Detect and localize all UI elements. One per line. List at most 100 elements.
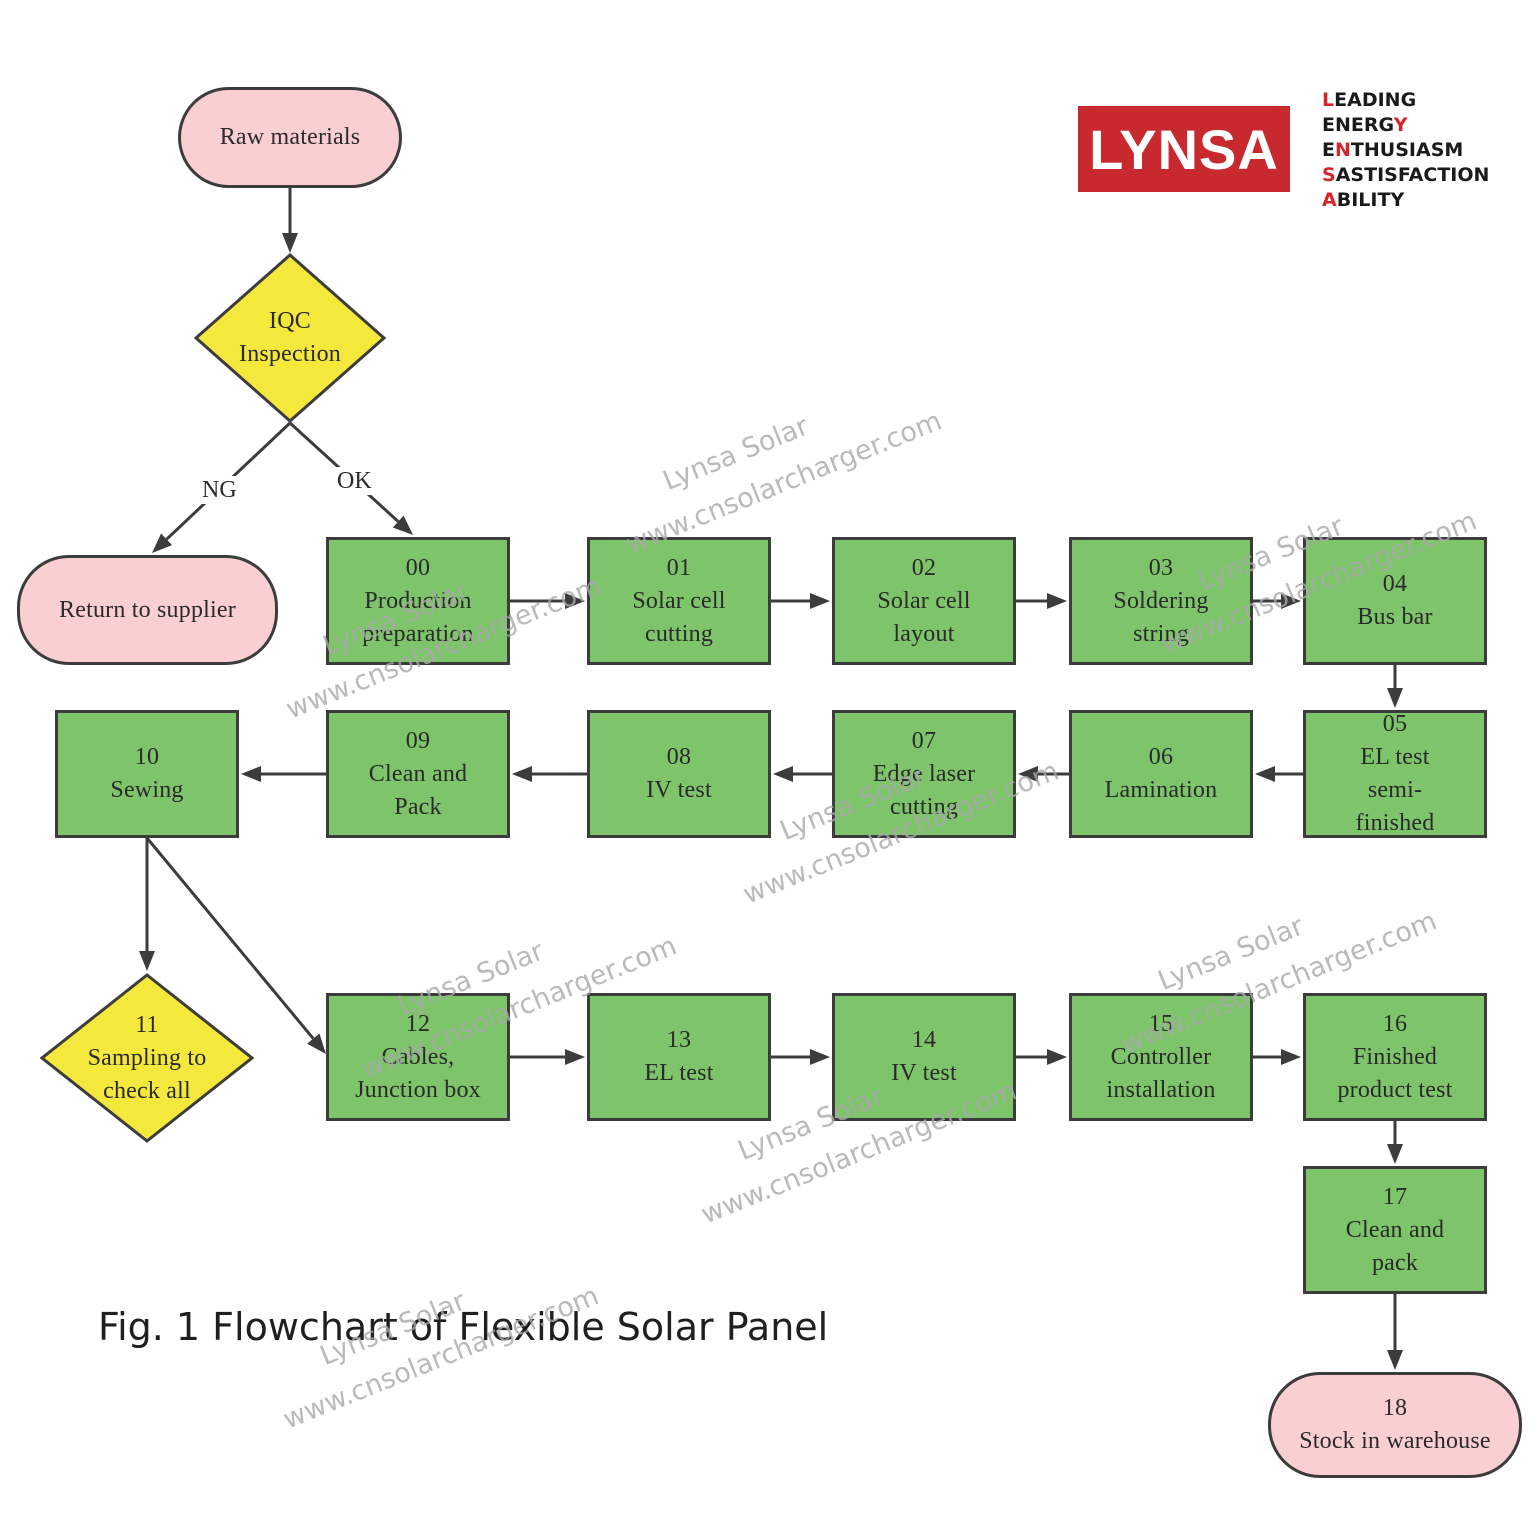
- arrowhead: [810, 593, 830, 609]
- node-raw-materials: Raw materials: [178, 87, 402, 188]
- figure-caption: Fig. 1 Flowchart of Flexible Solar Panel: [98, 1305, 829, 1349]
- node-text-line: 17: [1382, 1183, 1408, 1210]
- node-text-line: 12: [405, 1010, 431, 1037]
- node-text-line: Inspection: [239, 341, 341, 367]
- arrowhead: [392, 515, 413, 535]
- node-text-line: 18: [1382, 1395, 1408, 1421]
- arrowhead: [773, 766, 793, 782]
- edge-label-ok: OK: [333, 467, 376, 495]
- node-text-line: check all: [103, 1077, 191, 1104]
- arrowhead: [307, 1033, 326, 1054]
- node-text-line: 06: [1148, 744, 1174, 770]
- node-text-line: Edge laser: [872, 760, 976, 787]
- arrowhead: [1047, 593, 1067, 609]
- node-text-line: installation: [1106, 1076, 1216, 1103]
- node-text-line: 03: [1148, 554, 1174, 581]
- node-text-line: Junction box: [355, 1076, 481, 1103]
- arrowhead: [1281, 1049, 1301, 1065]
- node-text-line: 16: [1382, 1010, 1408, 1037]
- node-text-line: preparation: [362, 620, 474, 647]
- node-text-line: Raw materials: [219, 124, 361, 150]
- node-text-line: string: [1133, 620, 1189, 647]
- node-text-line: 00: [405, 554, 431, 581]
- arrowhead: [1281, 593, 1301, 609]
- node-text-line: 10: [134, 744, 160, 770]
- step-13-el-test: 13 EL test: [587, 993, 771, 1121]
- logo-text: LYNSA: [1089, 117, 1279, 181]
- node-text-line: Clean and: [368, 760, 468, 787]
- node-text-line: Solar cell: [877, 587, 971, 614]
- node-text-line: 02: [911, 554, 937, 581]
- node-text-line: Stock in warehouse: [1299, 1428, 1491, 1454]
- node-text-line: 01: [666, 554, 692, 581]
- node-text-line: EL test: [644, 1060, 714, 1086]
- node-text-line: 07: [911, 727, 937, 754]
- node-text-line: Bus bar: [1357, 604, 1433, 630]
- arrowhead: [1047, 1049, 1067, 1065]
- arrowhead: [241, 766, 261, 782]
- arrowhead: [1387, 1350, 1403, 1370]
- node-text-line: 13: [666, 1027, 692, 1053]
- diamond-shape: [194, 253, 386, 423]
- arrowhead: [1387, 1144, 1403, 1164]
- node-text-line: Soldering: [1113, 587, 1209, 614]
- node-text-line: Production: [364, 587, 472, 614]
- arrowhead: [810, 1049, 830, 1065]
- motto-line: LEADING: [1322, 89, 1417, 111]
- arrowhead: [565, 593, 585, 609]
- node-text-line: Return to supplier: [59, 596, 236, 623]
- node-text-line: semi-: [1367, 777, 1423, 803]
- node-text-line: Pack: [394, 793, 442, 820]
- motto-line: ABILITY: [1322, 189, 1405, 211]
- node-text-line: IV test: [891, 1060, 957, 1086]
- node-text-line: finished: [1355, 810, 1435, 836]
- node-text-line: EL test: [1360, 744, 1430, 770]
- node-text-line: Controller: [1110, 1043, 1212, 1070]
- node-text-line: product test: [1337, 1076, 1453, 1103]
- edge-label-ng: NG: [198, 476, 241, 504]
- node-text-line: 14: [911, 1027, 937, 1053]
- arrowhead: [139, 951, 155, 971]
- node-text-line: IV test: [646, 777, 712, 803]
- lynsa-logo: LYNSA: [1078, 106, 1290, 192]
- node-text-line: Solar cell: [632, 587, 726, 614]
- node-text-line: cutting: [644, 620, 714, 647]
- node-text-line: 09: [405, 727, 431, 754]
- arrowhead: [1018, 766, 1038, 782]
- node-text-line: 11: [135, 1011, 159, 1038]
- motto-line: ENTHUSIASM: [1322, 139, 1464, 161]
- arrowhead: [282, 233, 298, 253]
- node-text-line: Sewing: [110, 777, 184, 803]
- node-text-line: Clean and: [1345, 1216, 1445, 1243]
- node-text-line: Sampling to: [87, 1044, 207, 1071]
- node-text-line: layout: [893, 620, 955, 647]
- arrowhead: [1387, 688, 1403, 708]
- node-text-line: 05: [1382, 711, 1408, 737]
- node-text-line: 04: [1382, 571, 1408, 597]
- node-text-line: 08: [666, 744, 692, 770]
- node-text-line: pack: [1371, 1249, 1419, 1276]
- arrowhead: [565, 1049, 585, 1065]
- arrowhead: [152, 533, 173, 553]
